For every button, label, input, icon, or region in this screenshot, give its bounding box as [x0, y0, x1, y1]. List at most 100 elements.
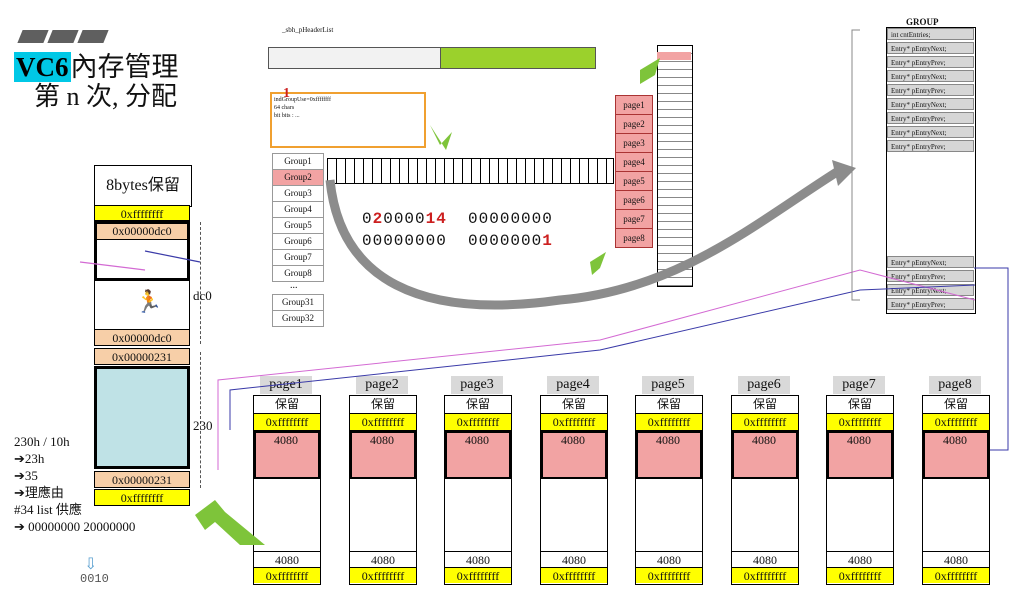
- header-list-label: _sbh_pHeaderList: [282, 26, 334, 34]
- group-count: int cntEntries;: [887, 28, 974, 40]
- page-size-bottom: 4080: [541, 551, 607, 567]
- chunk-allocated-block: 0x00000dc0: [94, 221, 190, 281]
- page-cookie-top: 0xffffffff: [923, 414, 989, 431]
- green-arrow-icon: [430, 125, 452, 150]
- page-name: page2: [356, 376, 408, 394]
- page-cookie-bottom: 0xffffffff: [350, 567, 416, 583]
- page-reserve: 保留: [636, 396, 702, 414]
- bit-text-highlight: 1: [542, 232, 553, 250]
- group-entry: Entry* pEntryNext;: [887, 256, 974, 268]
- group-panel: [886, 27, 976, 314]
- group-entry: Entry* pEntryPrev;: [887, 140, 974, 152]
- page-cookie-top: 0xffffffff: [732, 414, 798, 431]
- page-reserve: 保留: [254, 396, 320, 414]
- page-free-block: 4080: [541, 431, 607, 479]
- page-name: page7: [833, 376, 885, 394]
- page-name: page8: [929, 376, 981, 394]
- group-item: Group32: [272, 310, 324, 327]
- bit-text: 0000000: [468, 232, 543, 250]
- group-entry: Entry* pEntryNext;: [887, 98, 974, 110]
- page-size-bottom: 4080: [445, 551, 511, 567]
- next-chain-line: [229, 284, 976, 430]
- gray-arrow-path: [325, 166, 843, 310]
- green-arrow-icon: [590, 252, 606, 275]
- group-entry: Entry* pEntryPrev;: [887, 112, 974, 124]
- last-page-link: [974, 267, 1009, 451]
- note-line: ➔理應由: [14, 485, 64, 500]
- page-cookie-bottom: 0xffffffff: [541, 567, 607, 583]
- page-name: page5: [642, 376, 694, 394]
- bit-text-highlight: 14: [425, 210, 447, 228]
- bit-text-highlight: 2: [372, 210, 384, 228]
- page-reserve: 保留: [827, 396, 893, 414]
- bit-text: 0: [362, 210, 373, 228]
- page-free-block: 4080: [254, 431, 320, 479]
- bit-row-1: 02000014 00000000: [362, 210, 553, 228]
- page-free-block: 4080: [732, 431, 798, 479]
- down-arrow-icon: ⇩: [84, 556, 98, 573]
- page-size: 4080: [370, 433, 394, 447]
- figure-icon: 🏃: [135, 289, 163, 314]
- page-cookie-top: 0xffffffff: [827, 414, 893, 431]
- entries-column: [657, 45, 693, 287]
- group-entry: Entry* pEntryPrev;: [887, 84, 974, 96]
- page-cookie-top: 0xffffffff: [636, 414, 702, 431]
- page-box: page8: [615, 228, 653, 248]
- page-free-block: 4080: [827, 431, 893, 479]
- page-size-bottom: 4080: [732, 551, 798, 567]
- page-free-block: 4080: [445, 431, 511, 479]
- region-number: 1: [283, 86, 290, 101]
- group-entry: Entry* pEntryNext;: [887, 70, 974, 82]
- title-vc6: VC6: [14, 52, 71, 82]
- group-panel-title: GROUP: [906, 17, 939, 27]
- page-size-bottom: 4080: [350, 551, 416, 567]
- page-free-block: 4080: [636, 431, 702, 479]
- group-entry: Entry* pEntryNext;: [887, 126, 974, 138]
- chunk-cookie-top: 0xffffffff: [94, 205, 190, 221]
- chunk-user-area: 🏃: [94, 281, 190, 329]
- page-title: VC6內存管理: [14, 52, 179, 82]
- page-size: 4080: [274, 433, 298, 447]
- header-list-highlight: [440, 47, 596, 69]
- chunk-size-tag: 0x00000dc0: [97, 224, 187, 240]
- notes-bit: 0010: [80, 572, 109, 586]
- group-entry: Entry* pEntryNext;: [887, 284, 974, 296]
- page-size: 4080: [465, 433, 489, 447]
- page-name: page3: [451, 376, 503, 394]
- note-line: #34 list 供應: [14, 502, 82, 517]
- page-cookie-top: 0xffffffff: [254, 414, 320, 431]
- entries-column-highlight: [657, 52, 691, 60]
- chunk2-size-tag-end: 0x00000231: [94, 471, 190, 488]
- page-size: 4080: [752, 433, 776, 447]
- page-subtitle: 第 n 次, 分配: [34, 82, 178, 111]
- group-entry: Entry* pEntryPrev;: [887, 56, 974, 68]
- chunk-size-tag-end: 0x00000dc0: [94, 329, 190, 346]
- page-size-bottom: 4080: [636, 551, 702, 567]
- group-entry: Entry* pEntryPrev;: [887, 270, 974, 282]
- chunk2-size-tag: 0x00000231: [94, 348, 190, 365]
- dimension-label-230: 230: [193, 418, 213, 433]
- dimension-line-dc0: [200, 222, 201, 344]
- page-size: 4080: [847, 433, 871, 447]
- page-cookie-top: 0xffffffff: [541, 414, 607, 431]
- group-entry: Entry* pEntryNext;: [887, 42, 974, 54]
- region-line: bit bits : ...: [274, 113, 300, 119]
- page-cookie-top: 0xffffffff: [350, 414, 416, 431]
- page-free-block: 4080: [923, 431, 989, 479]
- page-reserve: 保留: [732, 396, 798, 414]
- title-rest: 內存管理: [70, 52, 179, 82]
- green-arrow-icon: [195, 500, 265, 545]
- page-size: 4080: [943, 433, 967, 447]
- prev-chain-line: [217, 269, 976, 470]
- page-cookie-bottom: 0xffffffff: [445, 567, 511, 583]
- page-size-bottom: 4080: [827, 551, 893, 567]
- page-cookie-bottom: 0xffffffff: [827, 567, 893, 583]
- bit-text: 0000: [383, 210, 426, 228]
- dimension-label-dc0: dc0: [193, 288, 212, 303]
